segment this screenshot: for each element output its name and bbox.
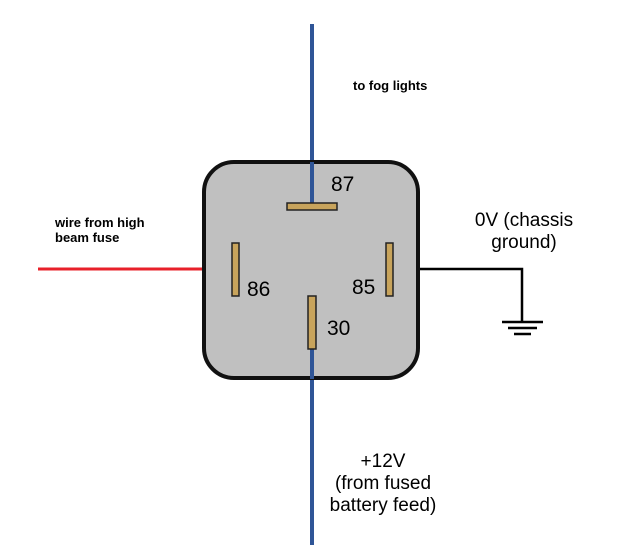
battery-line-3: battery feed) bbox=[329, 494, 437, 516]
battery-line-2: (from fused bbox=[334, 472, 432, 494]
pin-85 bbox=[385, 242, 394, 297]
ground-symbol bbox=[502, 320, 543, 336]
battery-line-1: +12V bbox=[360, 451, 406, 472]
fog-lights-text: to fog lights bbox=[353, 78, 428, 93]
pin-87 bbox=[286, 202, 338, 211]
fog-lights-label: to fog lights bbox=[353, 78, 428, 94]
ground-line-2: ground) bbox=[491, 231, 557, 253]
pin-30-label: 30 bbox=[327, 317, 351, 340]
ground-line-1: 0V (chassis bbox=[474, 210, 574, 231]
high-beam-line-1: wire from high bbox=[55, 215, 145, 230]
pin-85-label: 85 bbox=[352, 276, 376, 299]
ground-label: 0V (chassis ground) bbox=[462, 210, 586, 254]
battery-feed-label: +12V (from fused battery feed) bbox=[318, 451, 448, 517]
ground-wire bbox=[392, 267, 524, 322]
pin-87-label: 87 bbox=[331, 173, 355, 196]
pin-86 bbox=[231, 242, 240, 297]
high-beam-label: wire from high beam fuse bbox=[55, 215, 145, 246]
pin-86-label: 86 bbox=[247, 278, 271, 301]
high-beam-line-2: beam fuse bbox=[55, 229, 120, 245]
pin-30 bbox=[307, 295, 317, 350]
